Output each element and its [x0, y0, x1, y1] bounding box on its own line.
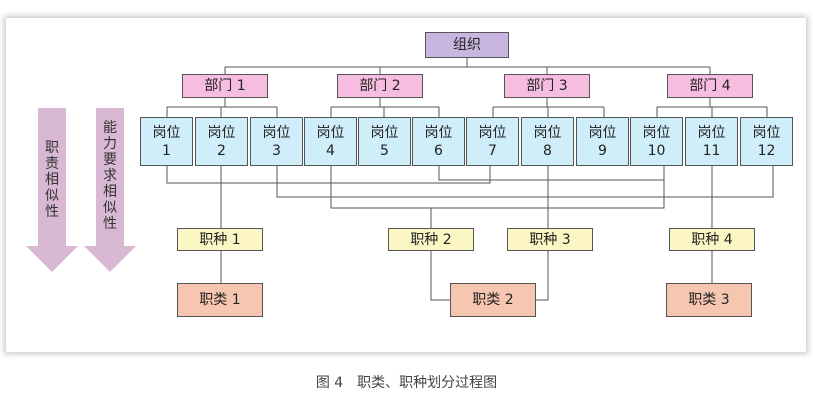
- left-arrow-label: 职责相似性: [45, 140, 59, 220]
- right-down-arrow: [84, 108, 136, 272]
- job-type-box-1: 职种 1: [177, 228, 263, 251]
- position-number: 10: [647, 142, 666, 159]
- position-number: 2: [217, 142, 226, 159]
- job-class-box-1: 职类 1: [177, 283, 263, 317]
- department-label: 部门 2: [359, 78, 401, 94]
- position-label: 岗位: [370, 124, 399, 141]
- job-class-box-2: 职类 2: [450, 283, 536, 317]
- department-box-2: 部门 2: [337, 74, 423, 98]
- figure-caption: 图 4 职类、职种划分过程图: [315, 375, 498, 391]
- job-class-label: 职类 1: [199, 292, 241, 308]
- job-type-label: 职种 1: [199, 231, 241, 248]
- position-number: 12: [757, 142, 776, 159]
- department-label: 部门 3: [526, 78, 568, 94]
- position-label: 岗位: [478, 124, 507, 141]
- position-label: 岗位: [424, 124, 453, 141]
- position-number: 9: [598, 142, 607, 159]
- job-class-label: 职类 3: [688, 292, 730, 308]
- position-number: 4: [326, 142, 335, 159]
- left-down-arrow: [26, 108, 78, 272]
- job-type-label: 职种 2: [410, 231, 452, 248]
- department-label: 部门 4: [689, 78, 731, 94]
- position-number: 11: [702, 142, 721, 159]
- job-type-box-3: 职种 3: [507, 228, 593, 251]
- position-number: 3: [272, 142, 281, 159]
- job-class-label: 职类 2: [472, 292, 514, 308]
- position-label: 岗位: [533, 124, 562, 141]
- position-label: 岗位: [152, 124, 181, 141]
- position-number: 6: [434, 142, 443, 159]
- department-label: 部门 1: [204, 78, 246, 94]
- position-label: 岗位: [207, 124, 236, 141]
- position-label: 岗位: [316, 124, 345, 141]
- job-type-label: 职种 4: [691, 231, 733, 248]
- job-type-label: 职种 3: [529, 231, 571, 248]
- department-box-4: 部门 4: [667, 74, 753, 98]
- job-type-box-2: 职种 2: [388, 228, 474, 251]
- position-label: 岗位: [697, 124, 726, 141]
- position-number: 7: [488, 142, 497, 159]
- department-box-3: 部门 3: [504, 74, 590, 98]
- org-box: 组织: [425, 32, 509, 58]
- org-label: 组织: [453, 37, 481, 53]
- department-box-1: 部门 1: [182, 74, 268, 98]
- right-arrow-label: 能力要求相似性: [103, 120, 117, 232]
- job-type-box-4: 职种 4: [669, 228, 755, 251]
- position-number: 1: [162, 142, 171, 159]
- job-class-box-3: 职类 3: [666, 283, 752, 317]
- position-number: 8: [543, 142, 552, 159]
- position-label: 岗位: [262, 124, 291, 141]
- position-number: 5: [380, 142, 389, 159]
- position-label: 岗位: [752, 124, 781, 141]
- position-label: 岗位: [588, 124, 617, 141]
- position-label: 岗位: [642, 124, 671, 141]
